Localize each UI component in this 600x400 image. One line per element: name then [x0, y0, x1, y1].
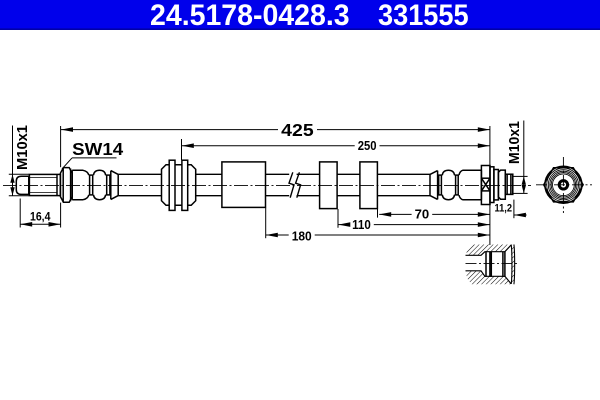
svg-text:180: 180 — [292, 229, 312, 243]
svg-text:11,2: 11,2 — [495, 203, 513, 215]
svg-text:425: 425 — [281, 120, 314, 140]
svg-text:M10x1: M10x1 — [14, 125, 31, 170]
svg-text:16,4: 16,4 — [30, 210, 51, 224]
svg-text:331555: 331555 — [378, 0, 469, 32]
svg-text:110: 110 — [352, 218, 371, 232]
svg-text:M10x1: M10x1 — [506, 121, 523, 164]
svg-text:24.5178-0428.3: 24.5178-0428.3 — [150, 0, 350, 32]
svg-text:70: 70 — [415, 208, 430, 222]
svg-text:250: 250 — [358, 139, 377, 153]
svg-text:SW14: SW14 — [72, 139, 123, 159]
